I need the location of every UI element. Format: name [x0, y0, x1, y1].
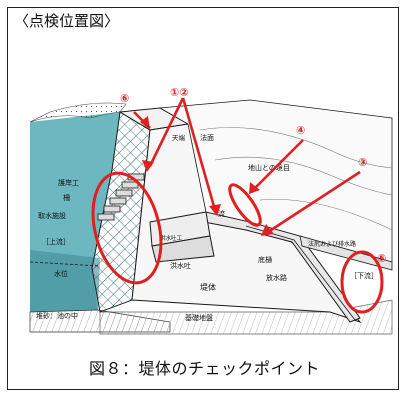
inspection-ellipse-boundary: [228, 183, 262, 227]
marker-6: ⑥: [120, 92, 129, 105]
marker-1-2: ①②: [170, 86, 189, 99]
marker-5: ⑤: [377, 252, 386, 265]
arrow-2: [181, 97, 217, 211]
label-sokohi: 底樋: [258, 255, 272, 264]
label-gokan: 護岸工: [58, 178, 79, 187]
arrow-1: [148, 97, 185, 167]
figure-heading: 〈点検位置図〉: [14, 12, 120, 30]
marker-4: ④: [296, 124, 305, 137]
figure-caption: 図８：堤体のチェックポイント: [88, 359, 320, 378]
label-kiso: 基礎地盤: [185, 313, 213, 322]
label-saku: 柵: [63, 193, 70, 202]
foundation-ground: [99, 299, 393, 335]
label-joryu: ［上流］: [42, 237, 70, 246]
inspection-ellipse-upstream: [91, 171, 163, 285]
label-hokou: 法面: [200, 133, 214, 142]
label-teitai: 堤体: [200, 282, 216, 292]
intake-steps: [97, 173, 145, 221]
reservoir-shadow: [30, 250, 100, 312]
label-tentan: 天端: [172, 133, 186, 142]
label-nagare: 流: [218, 209, 225, 218]
marker-3: ③: [358, 156, 367, 169]
arrow-3: [267, 170, 361, 234]
label-jiyama: 地山との境目: [248, 163, 290, 172]
label-housui-haisui: 法尻および排水路: [308, 240, 356, 248]
label-housui: 放水路: [266, 273, 287, 282]
label-karyu: ［下流］: [350, 271, 378, 280]
label-yousui: 洪水吐工: [160, 234, 183, 242]
label-shusui: 取水施設: [38, 211, 66, 220]
label-kozui: 洪水吐: [170, 261, 191, 270]
water-level-line: [29, 261, 101, 267]
label-taisa: 堆砂：池の中: [36, 311, 78, 320]
label-suii: 水位: [54, 269, 68, 278]
inspection-ellipse-downstream: [340, 250, 384, 314]
arrow-4: [254, 139, 304, 189]
